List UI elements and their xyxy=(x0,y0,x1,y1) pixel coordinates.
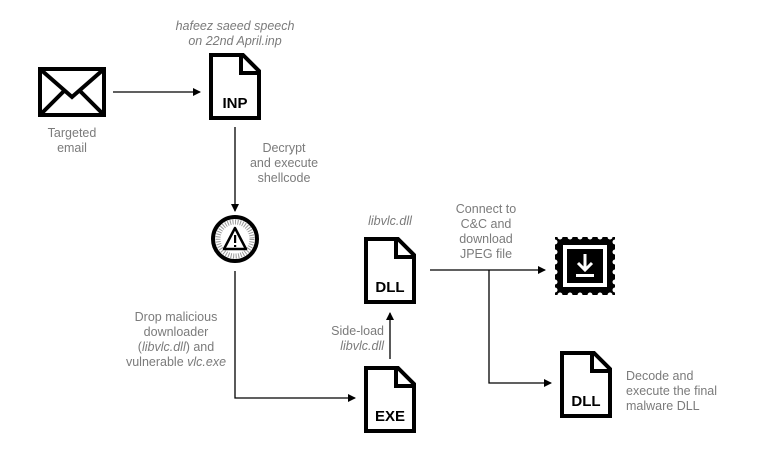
decrypt-step-label: Decrypt and execute shellcode xyxy=(249,141,319,185)
warning-binary-icon xyxy=(211,215,259,263)
decode-step-label: Decode and execute the final malware DLL xyxy=(626,369,718,413)
inp-caption: hafeez saeed speech on 22nd April.inp xyxy=(175,19,295,48)
inp-file-icon: INP xyxy=(209,53,261,120)
drop-step-label: Drop malicious downloader (libvlc.dll) a… xyxy=(125,310,227,369)
exe-badge: EXE xyxy=(375,408,405,425)
email-label: Targeted email xyxy=(47,126,97,155)
inp-badge: INP xyxy=(222,95,247,112)
arrow-shellcode-to-exe xyxy=(234,271,356,402)
sideload-step-label: Side-load libvlc.dll xyxy=(331,324,384,353)
envelope-icon xyxy=(38,67,106,117)
download-stamp-icon xyxy=(552,234,618,298)
connect-step-label: Connect to C&C and download JPEG file xyxy=(455,202,517,261)
final-dll-badge: DLL xyxy=(571,393,600,410)
dll-caption: libvlc.dll xyxy=(368,214,412,228)
final-dll-file-icon: DLL xyxy=(560,351,612,418)
dll-file-icon: DLL xyxy=(364,237,416,304)
dll-badge: DLL xyxy=(375,279,404,296)
arrow-to-final-dll xyxy=(488,270,552,387)
exe-file-icon: EXE xyxy=(364,366,416,433)
